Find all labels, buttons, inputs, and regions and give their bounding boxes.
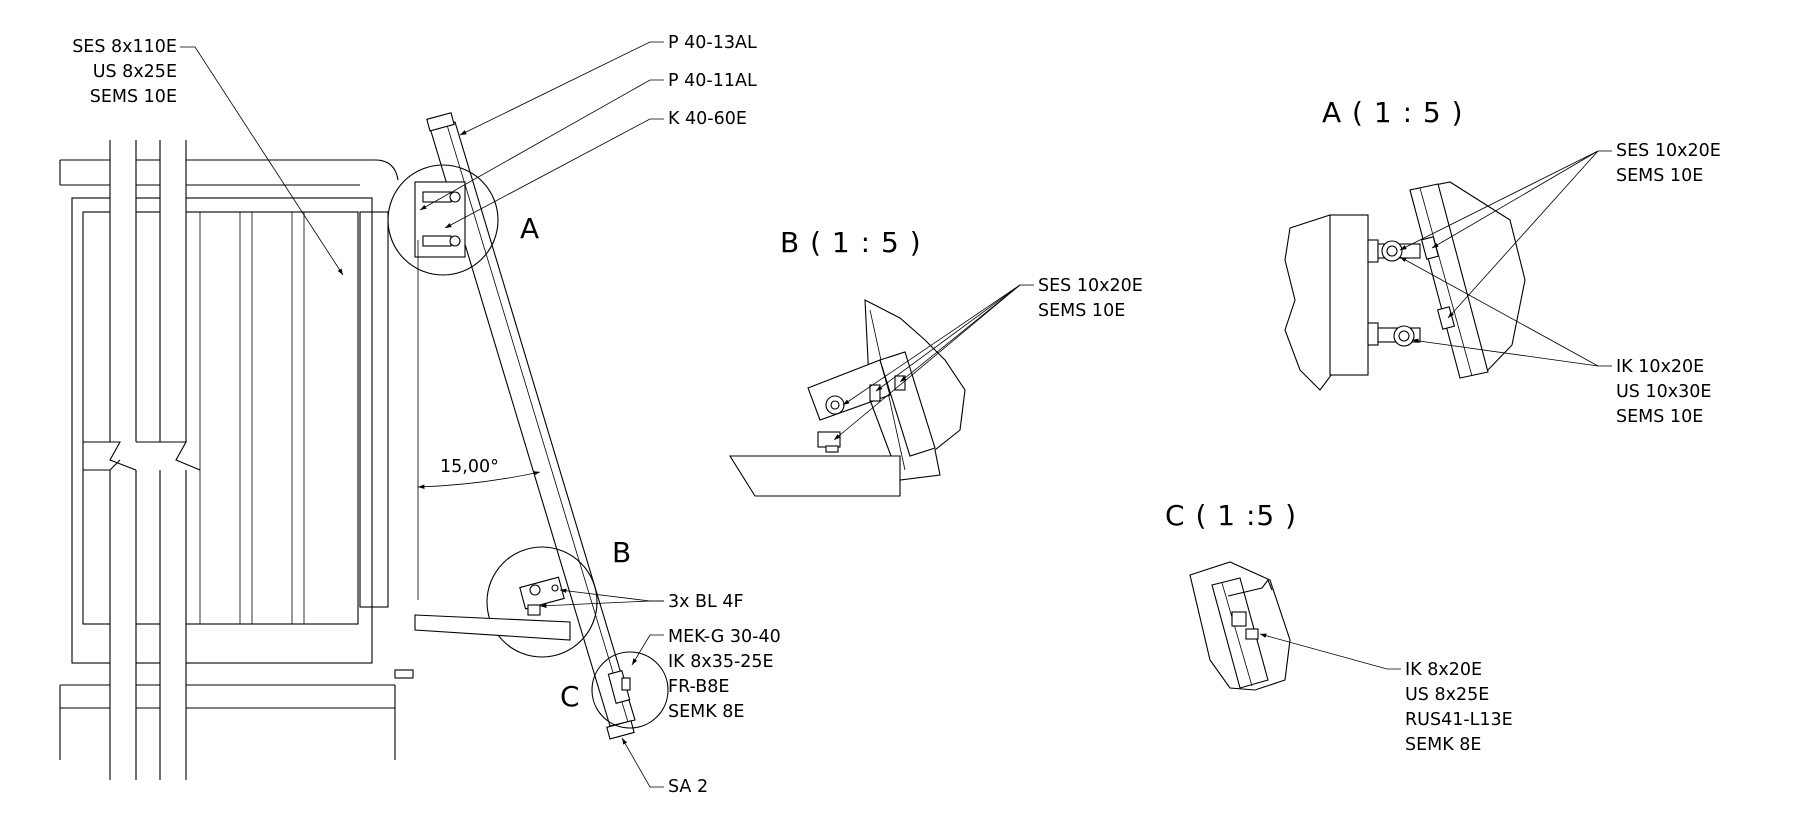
callout-bl: 3x BL 4F (668, 592, 744, 612)
bracket-c (607, 670, 631, 704)
cabinet-frame (59, 159, 414, 760)
detail-circle-b (486, 546, 598, 658)
callout-topleft-line1: SES 8x110E (72, 37, 177, 57)
angle-dimension (417, 240, 541, 600)
main-view: SES 8x110E US 8x25E SEMS 10E P 40-13AL P… (59, 33, 781, 797)
callout-mek-line2: IK 8x35-25E (668, 652, 774, 672)
callout-sa: SA 2 (668, 777, 708, 797)
detail-a-title: A ( 1 : 5 ) (1322, 96, 1464, 129)
detail-a-callout-bottom-line2: US 10x30E (1616, 382, 1711, 402)
callout-k-40-60e: K 40-60E (668, 109, 747, 129)
detail-c-callout-line1: IK 8x20E (1405, 660, 1482, 680)
detail-a: A ( 1 : 5 ) SES 10x20E SEMS 10E IK 10x20… (1284, 96, 1721, 427)
detail-c: C ( 1 :5 ) IK 8x20E US 8x25E RUS41-L13E … (1165, 499, 1513, 755)
detail-circle-a (387, 164, 499, 276)
callout-topleft-line2: US 8x25E (93, 62, 177, 82)
detail-b-callout-line1: SES 10x20E (1038, 276, 1143, 296)
callout-mek-line3: FR-B8E (668, 677, 729, 697)
detail-a-callout-top-line1: SES 10x20E (1616, 141, 1721, 161)
inclined-profile (426, 112, 636, 740)
callout-topleft-line3: SEMS 10E (90, 87, 177, 107)
detail-b-title: B ( 1 : 5 ) (780, 226, 922, 259)
bracket-b (414, 576, 571, 641)
bracket-a (414, 181, 466, 258)
detail-b: B ( 1 : 5 ) SES 10x20E SEMS 10E (729, 226, 1143, 497)
vertical-posts (83, 140, 201, 785)
detail-c-callout-line3: RUS41-L13E (1405, 710, 1513, 730)
callout-p-40-11al: P 40-11AL (668, 71, 757, 91)
detail-a-callout-bottom-line1: IK 10x20E (1616, 357, 1704, 377)
detail-c-title: C ( 1 :5 ) (1165, 499, 1297, 532)
detail-b-callout-line2: SEMS 10E (1038, 301, 1125, 321)
detail-circle-c (591, 651, 669, 729)
callout-mek-line4: SEMK 8E (668, 702, 745, 722)
detail-letter-c: C (560, 680, 580, 713)
callout-p-40-13al: P 40-13AL (668, 33, 757, 53)
detail-c-callout-line4: SEMK 8E (1405, 735, 1482, 755)
detail-a-callout-bottom-line3: SEMS 10E (1616, 407, 1703, 427)
detail-letter-b: B (612, 536, 631, 569)
detail-letter-a: A (520, 212, 539, 245)
angle-label: 15,00° (440, 457, 499, 477)
callout-mek-line1: MEK-G 30-40 (668, 627, 781, 647)
detail-a-callout-top-line2: SEMS 10E (1616, 166, 1703, 186)
leaders-main (180, 41, 664, 788)
detail-c-callout-line2: US 8x25E (1405, 685, 1489, 705)
